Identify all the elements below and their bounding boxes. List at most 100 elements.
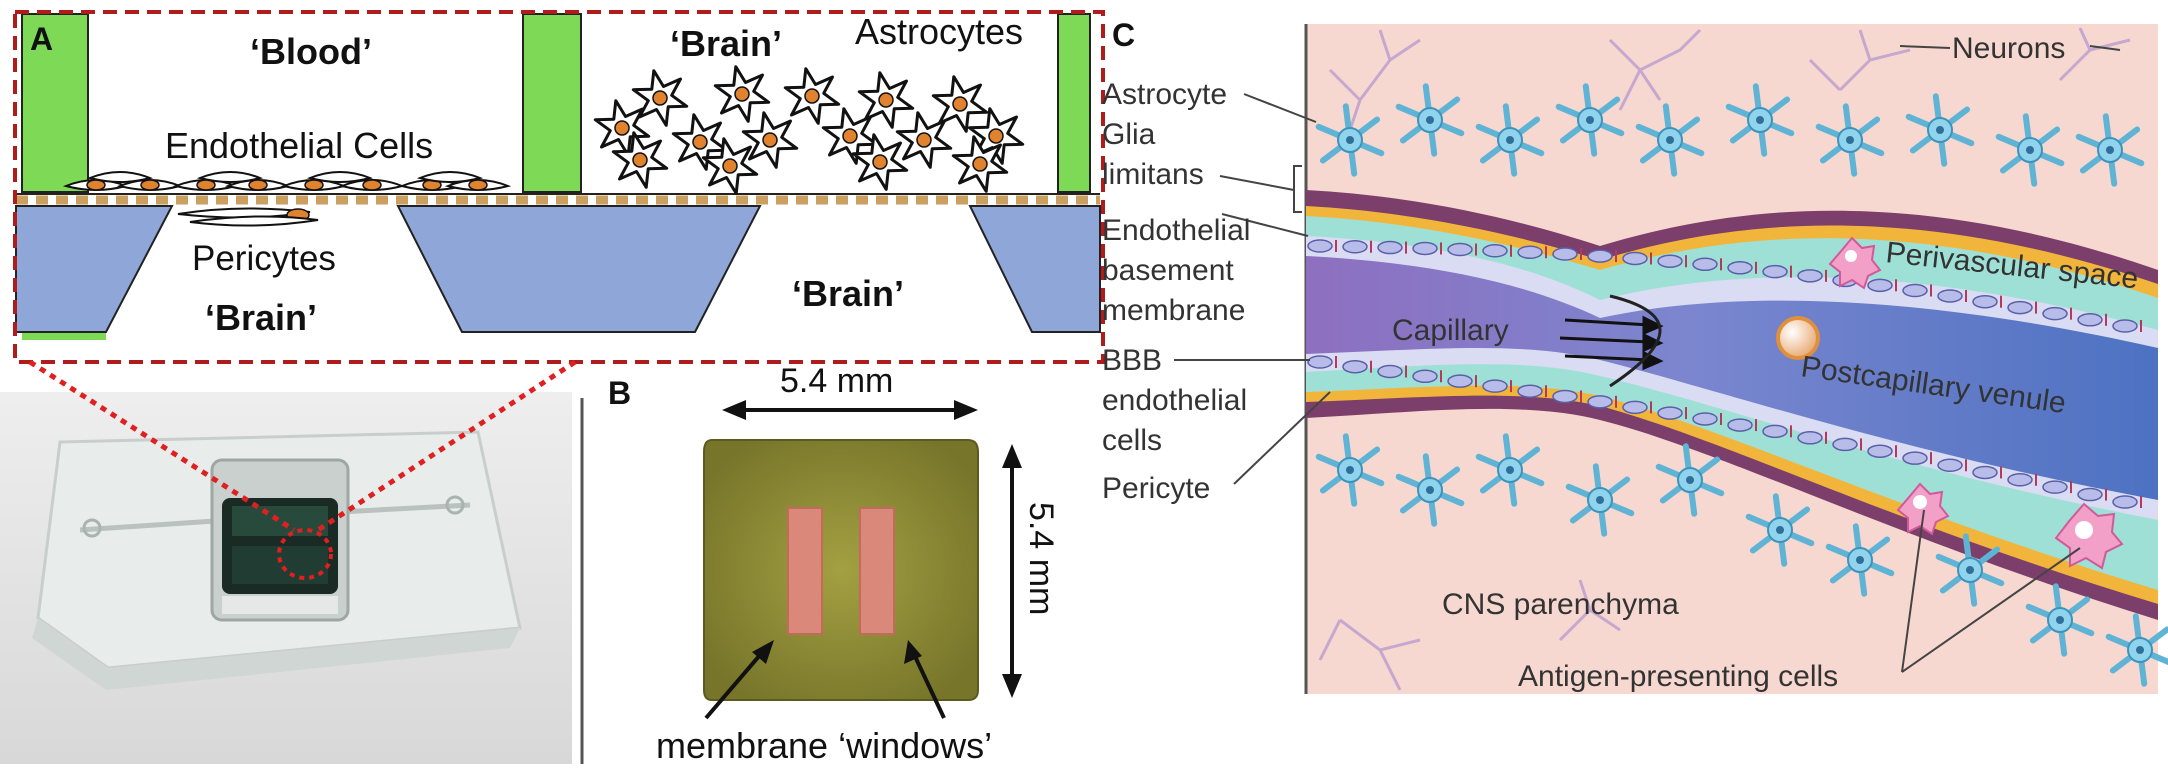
endothelial-cell-c <box>1867 444 1893 458</box>
channel-left <box>79 517 231 533</box>
astrocyte <box>611 131 669 189</box>
endothelial-cell-c <box>2112 319 2138 333</box>
label-pericyte: Pericyte <box>1102 472 1210 505</box>
endothelial-cell-c <box>2077 487 2103 502</box>
membrane-windows-label: membrane ‘windows’ <box>656 725 992 766</box>
pericytes-cells <box>177 207 319 227</box>
chip-base <box>222 596 338 614</box>
perivascular-apc-nucleus <box>1845 250 1857 262</box>
endothelial-cell <box>86 171 154 183</box>
astrocyte <box>631 69 689 127</box>
pointer-right <box>910 649 946 719</box>
astrocyte-cells <box>593 65 1025 195</box>
endothelial-cell-c <box>1412 369 1438 384</box>
panel-a-letter: A <box>30 21 53 57</box>
apc-1 <box>1896 482 1950 536</box>
endothelial-cell-c <box>1552 247 1578 261</box>
label-bbb-endothelial: endothelial <box>1102 384 1247 417</box>
endothelial-cell-c <box>1832 437 1858 452</box>
venule-cell <box>1776 316 1820 360</box>
label-astrocytes: Astrocytes <box>855 11 1023 52</box>
endothelial-cell-c <box>1937 289 1963 303</box>
astrocyte-c <box>1745 493 1815 567</box>
astrocyte <box>713 65 771 123</box>
endothelial-cells <box>62 171 512 191</box>
astrocyte-c <box>2075 113 2145 187</box>
endothelial-cell-c <box>1692 257 1718 272</box>
chip-slot-top <box>232 506 328 536</box>
panel-a: A ‘Blood’ ‘Brain’ Astrocytes Endothelial… <box>13 10 1105 364</box>
label-neurons: Neurons <box>1952 32 2065 65</box>
zoom-line-left <box>28 359 296 533</box>
astrocyte-c <box>1905 93 1975 167</box>
endothelial-cell-c <box>1307 355 1333 369</box>
astrocyte-c <box>1565 463 1635 537</box>
endothelial-cell-c <box>1587 249 1613 263</box>
leader-lines <box>1174 45 2121 673</box>
endothelial-cell <box>416 171 484 183</box>
endothelial-cell <box>196 171 264 183</box>
endothelial-cell-c <box>2042 306 2068 321</box>
label-cells: cells <box>1102 424 1162 457</box>
apc-1-nucleus <box>1913 495 1927 509</box>
astrocyte <box>857 71 915 129</box>
apc-2-nucleus <box>2075 521 2093 539</box>
label-membrane: membrane <box>1102 294 1245 327</box>
astrocyte-c <box>1475 433 1545 507</box>
astrocyte-c <box>1635 103 1705 177</box>
astrocyte-c <box>1815 103 1885 177</box>
endothelial-cell-c <box>1622 251 1648 266</box>
label-brain-left: ‘Brain’ <box>205 297 317 338</box>
membrane-window-left <box>787 507 823 635</box>
endothelial-cell-c <box>2112 495 2138 509</box>
endothelial-cell-c <box>2007 473 2033 487</box>
endothelial-cell-c <box>1587 395 1613 409</box>
endothelial-cell-c <box>1517 384 1543 398</box>
endothelial-cell-c <box>1972 294 1998 309</box>
endothelial-cell-c <box>1342 240 1368 254</box>
astrocyte-c <box>1725 83 1795 157</box>
right-wall <box>1057 13 1091 193</box>
left-wall <box>21 13 89 193</box>
endothelial-cell-c <box>1727 418 1753 432</box>
label-glia: Glia <box>1102 118 1156 151</box>
neurons-drawing <box>1318 27 2131 691</box>
endothelial-cell <box>306 171 374 183</box>
label-basement: basement <box>1102 254 1234 287</box>
endothelial-cell-row <box>1307 239 2142 509</box>
endothelial-cell-c <box>1412 241 1438 256</box>
zoom-line-right <box>316 359 577 533</box>
height-dimension-label: 5.4 mm <box>1022 502 1060 615</box>
pointer-right-head <box>904 640 922 664</box>
label-pericytes: Pericytes <box>192 239 336 278</box>
pointer-left-head <box>752 640 774 664</box>
endothelial-cell-c <box>1972 465 1998 480</box>
panel-b: B 5.4 mm 5.4 mm membrane ‘windows’ <box>608 362 1060 766</box>
astrocyte-c <box>2105 613 2168 687</box>
label-apc: Antigen-presenting cells <box>1518 660 1838 693</box>
astrocyte-c <box>1995 113 2065 187</box>
panel-c-letter: C <box>1112 17 1135 53</box>
astrocyte-c <box>2025 583 2095 657</box>
zoom-circle <box>277 528 333 580</box>
endothelial-cell-c <box>1482 244 1508 258</box>
height-arrow-head-top <box>1002 444 1022 468</box>
endothelial-cell-c <box>1657 254 1683 268</box>
panel-b-letter: B <box>608 375 631 411</box>
endothelial-cell-c <box>1727 261 1753 275</box>
astrocyte-c <box>1475 103 1545 177</box>
endothelial-cell <box>224 179 292 191</box>
endothelial-cell-c <box>1902 451 1928 465</box>
astrocytes-c <box>1315 83 2168 687</box>
panel-c: C <box>1102 17 2168 694</box>
astrocyte-c <box>1315 103 1385 177</box>
support-middle <box>396 205 762 333</box>
label-brain-top: ‘Brain’ <box>670 23 782 64</box>
endothelial-cell-c <box>1307 239 1333 253</box>
endothelial-cell-c <box>1447 374 1473 388</box>
endothelial-cell-c <box>1447 242 1473 257</box>
middle-wall <box>522 13 582 193</box>
vessel-lumen <box>1306 256 2158 500</box>
width-arrow-head-right <box>954 400 978 420</box>
astrocyte <box>851 133 909 191</box>
